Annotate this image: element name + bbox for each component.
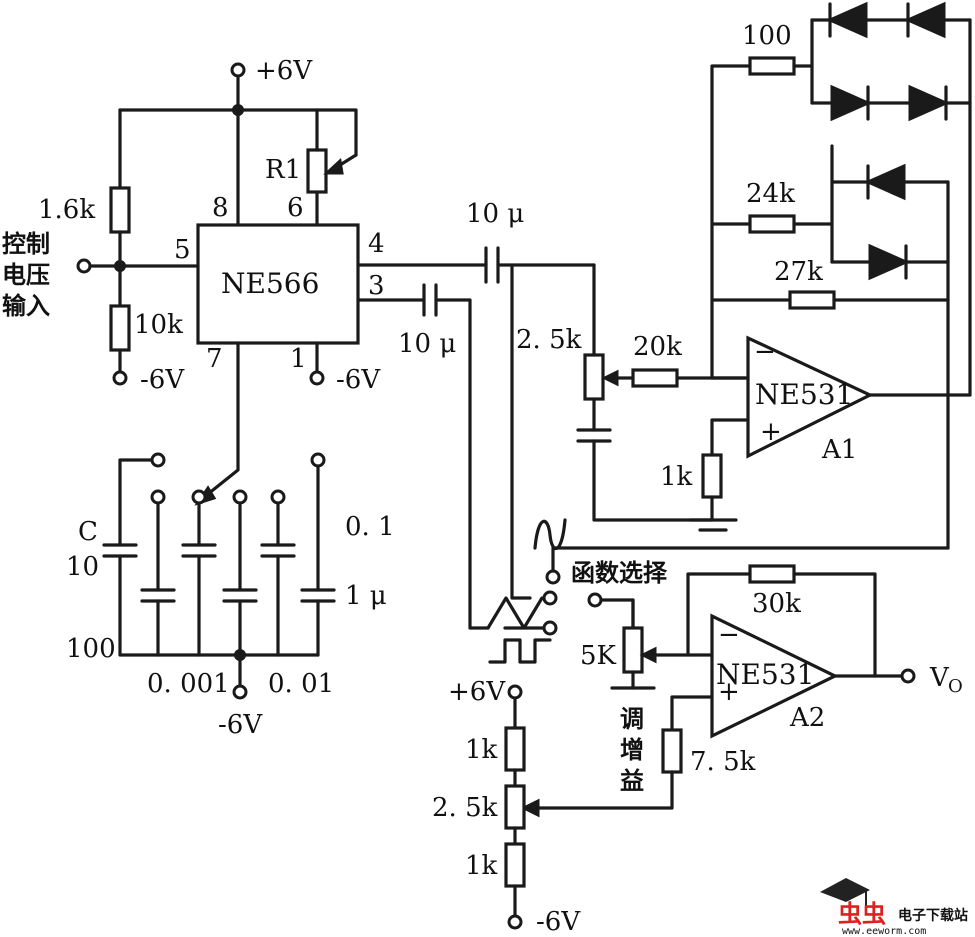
ne566-chip — [196, 223, 360, 345]
cap-100-label: 100 — [66, 634, 116, 664]
potentiometer-2-5k — [583, 353, 605, 401]
cap-10u-top-label: 10 μ — [466, 199, 524, 229]
resistor-30k — [748, 564, 796, 584]
cap-10-label: 10 — [66, 552, 99, 582]
a2-label: A2 — [789, 703, 825, 733]
triangle-symbol — [486, 596, 544, 630]
a1-chip-label: NE531 — [755, 378, 853, 411]
potentiometer-r1 — [306, 148, 328, 194]
control-input-terminal — [76, 258, 92, 274]
timing-capacitor-bank — [102, 452, 336, 700]
function-select-label: 函数选择 — [571, 559, 668, 587]
pin-8: 8 — [212, 193, 229, 223]
pin-4: 4 — [368, 229, 385, 259]
cap-0001-label: 0. 001 — [147, 669, 230, 699]
ne566-label: NE566 — [221, 267, 319, 300]
logo-url: www.eeworm.com — [842, 926, 926, 937]
a1-section: 100 24k 27k − — [660, 1, 972, 550]
r-1k-lower-label: 1k — [465, 851, 498, 881]
grad-cap-icon — [820, 878, 870, 902]
logo-text: 电子下载站 — [898, 907, 968, 924]
resistor-1k-lower — [504, 842, 526, 888]
resistor-1-6k — [109, 186, 131, 234]
pin-5: 5 — [174, 235, 191, 265]
pin-7: 7 — [206, 344, 223, 374]
r-100-label: 100 — [742, 21, 792, 51]
r-2-5k-label: 2. 5k — [516, 325, 582, 355]
cap-01-label: 0. 1 — [345, 512, 395, 542]
cap-c-label: C — [78, 517, 98, 547]
a2-plus: + — [718, 677, 740, 707]
a2-chip-label: NE531 — [716, 658, 814, 691]
vo-subscript: O — [948, 676, 963, 697]
resistor-100 — [748, 56, 796, 76]
resistor-24k — [748, 214, 796, 234]
resistor-1-6k-label: 1.6k — [38, 195, 95, 225]
r-20k-label: 20k — [633, 332, 682, 362]
gain-label-3: 益 — [620, 767, 644, 795]
resistor-1k-upper — [504, 726, 526, 772]
switch-output-contact — [587, 592, 603, 608]
control-label-1: 控制 — [2, 230, 50, 258]
a2-minus: − — [718, 620, 740, 650]
r-24k-label: 24k — [746, 179, 795, 209]
control-label-3: 输入 — [2, 292, 50, 320]
vplus-top-label: +6V — [255, 56, 313, 86]
r-5k-label: 5K — [580, 641, 617, 671]
cap-1u-label: 1 μ — [345, 581, 387, 611]
opamp-a2 — [710, 613, 839, 739]
coupling-section: 10 μ 10 μ 2. 5k 20k 函数选择 — [356, 199, 950, 664]
square-symbol — [488, 638, 552, 664]
r-1k-upper-label: 1k — [465, 735, 498, 765]
vo-label: V — [929, 663, 950, 693]
control-label-2: 电压 — [2, 261, 50, 289]
watermark-logo: 虫虫 电子下载站 www.eeworm.com — [820, 878, 968, 937]
vminus-left-label: -6V — [140, 365, 185, 395]
a1-minus: − — [754, 337, 776, 367]
vminus-pin1-label: -6V — [336, 365, 381, 395]
r-2-5k-bias-label: 2. 5k — [432, 793, 498, 823]
pin-3: 3 — [368, 271, 385, 301]
vminus-caps-label: -6V — [218, 710, 263, 740]
r-1k-a1-label: 1k — [660, 462, 693, 492]
pin-1: 1 — [290, 344, 307, 374]
resistor-7-5k — [661, 728, 683, 774]
opamp-a1 — [746, 335, 874, 459]
vplus-bot-label: +6V — [448, 677, 506, 707]
ne566-section: +6V 1.6k 控制 电压 输入 10k -6V R1 NE566 8 6 — [2, 56, 395, 740]
logo-mark: 虫虫 — [838, 900, 886, 928]
resistor-20k — [631, 368, 679, 388]
vo-terminal — [900, 668, 916, 684]
vminus-bot-label: -6V — [536, 907, 581, 937]
potentiometer-2-5k-bias — [504, 784, 526, 830]
a1-plus: + — [760, 417, 782, 447]
pin-6: 6 — [287, 193, 304, 223]
resistor-10k — [109, 304, 131, 352]
sine-symbol — [533, 518, 567, 551]
r-30k-label: 30k — [752, 589, 801, 619]
resistor-27k — [788, 290, 836, 310]
potentiometer-5k — [622, 626, 644, 674]
a2-section: 5K 调 增 益 30k − + NE531 A2 V O 7. 5k +6V — [432, 564, 963, 937]
resistor-10k-label: 10k — [134, 310, 183, 340]
r-7-5k-label: 7. 5k — [690, 747, 756, 777]
resistor-1k-a1 — [701, 453, 723, 499]
r-27k-label: 27k — [774, 257, 823, 287]
r1-label: R1 — [265, 155, 301, 185]
gain-label-1: 调 — [620, 705, 644, 733]
a1-label: A1 — [821, 435, 857, 465]
gain-label-2: 增 — [620, 736, 644, 764]
function-select-common — [545, 569, 561, 585]
vplus-top-terminal — [230, 62, 246, 78]
cap-001-label: 0. 01 — [268, 669, 334, 699]
cap-10u-bot-label: 10 μ — [398, 329, 456, 359]
